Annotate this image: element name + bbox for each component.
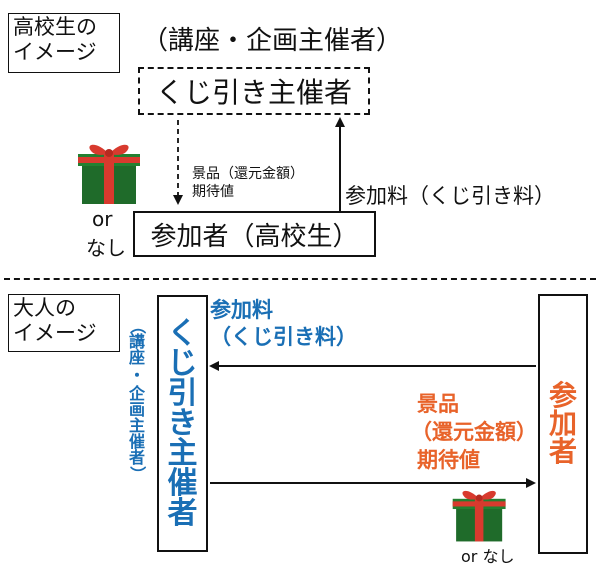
adult-lottery-host-label: くじ引き主催者 [167, 315, 198, 531]
adult-image-label: 大人の イメージ [8, 294, 120, 352]
organizer-note-char: 企 [128, 384, 145, 403]
adult-prize-line-2: （還元金額） [411, 420, 537, 444]
gift-box-icon [452, 490, 506, 542]
highschool-prize-label: 景品（還元金額） 期待値 [192, 165, 304, 201]
adult-fee-label: 参加料 （くじ引き料） [210, 297, 357, 351]
adult-prize-label: 景品 （還元金額） 期待値 [411, 390, 537, 474]
lottery-host-char: 主 [167, 435, 198, 471]
lottery-host-char: 催 [167, 465, 198, 501]
highschool-arrows [173, 117, 345, 212]
highschool-or-text: or [92, 207, 113, 231]
adult-participant-label: 参加者 [549, 382, 577, 466]
organizer-note-char: ・ [128, 366, 145, 385]
adult-arrows [209, 361, 536, 488]
organizer-note-char: 座 [128, 348, 145, 367]
highschool-organizer-note: （講座・企画主催者） [142, 26, 403, 56]
prize-line-2: 期待値 [192, 184, 234, 200]
organizer-note-char: 主 [128, 416, 145, 435]
prize-line-1: 景品（還元金額） [192, 166, 304, 182]
section-divider [4, 278, 596, 280]
adult-prize-line-1: 景品 [417, 392, 459, 416]
lottery-host-char: 者 [167, 495, 198, 531]
lottery-host-char: き [167, 405, 198, 441]
highschool-none-text: なし [86, 236, 126, 260]
participant-char: 者 [548, 435, 577, 468]
participant-char: 参 [548, 379, 577, 412]
lottery-host-box: くじ引き主催者 [138, 67, 370, 115]
adult-organizer-note: （講座・企画主催者） [127, 318, 147, 482]
highschool-image-label: 高校生の イメージ [8, 13, 120, 73]
lottery-host-char: じ [167, 345, 198, 381]
highschool-fee-label: 参加料（くじ引き料） [345, 184, 555, 208]
organizer-note-char: 催 [128, 432, 145, 451]
organizer-note-char: 画 [128, 400, 145, 419]
participant-box: 参加者（高校生） [133, 211, 376, 257]
lottery-host-label: くじ引き主催者 [155, 76, 352, 109]
adult-fee-line-1: 参加料 [210, 298, 273, 322]
organizer-note-char: 講 [128, 332, 145, 351]
adult-lottery-host-box: くじ引き主催者 [157, 295, 208, 552]
organizer-note-char: 者 [128, 448, 145, 467]
adult-prize-line-3: 期待値 [417, 448, 480, 472]
lottery-host-char: く [167, 315, 198, 351]
adult-participant-box: 参加者 [538, 294, 588, 554]
adult-fee-line-2: （くじ引き料） [210, 325, 357, 349]
lottery-host-char: 引 [167, 375, 198, 411]
adult-or-none-text: or なし [461, 547, 515, 566]
participant-label: 参加者（高校生） [150, 221, 359, 252]
participant-char: 加 [548, 407, 577, 440]
gift-box-icon [78, 144, 140, 204]
